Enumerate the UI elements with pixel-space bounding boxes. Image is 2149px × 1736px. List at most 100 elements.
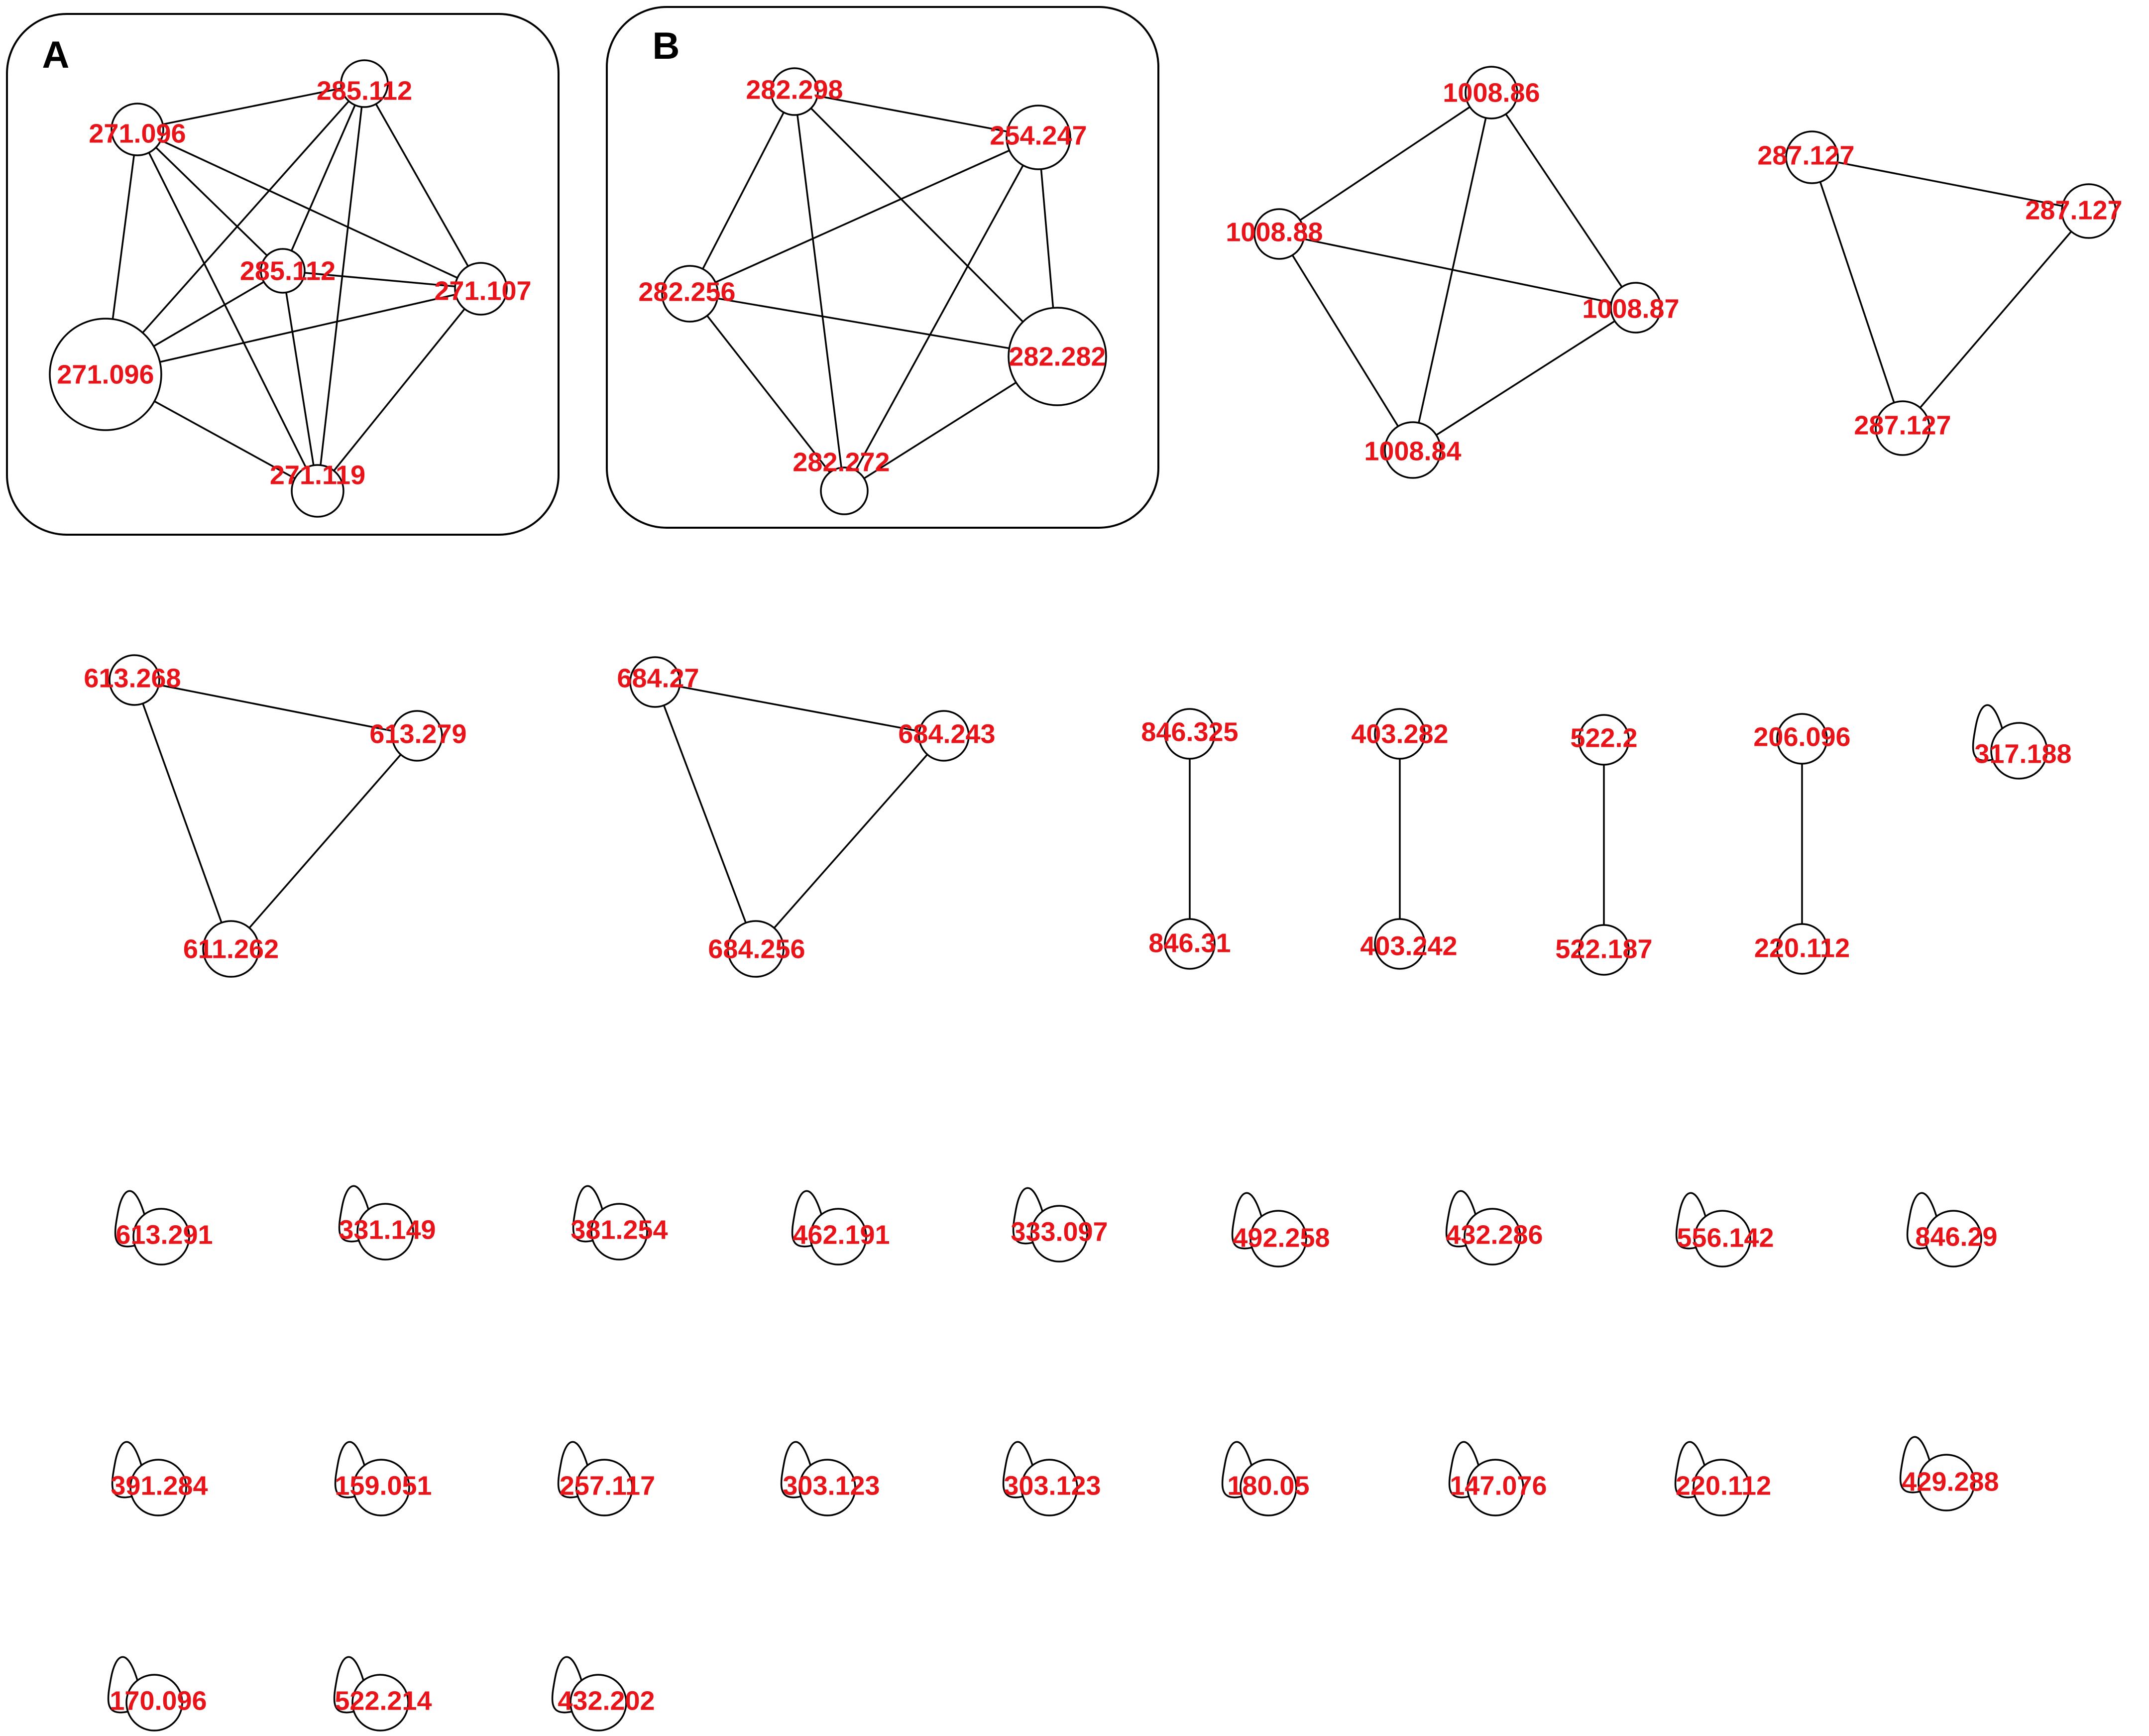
node-g1[interactable]: 846.325 — [1141, 708, 1239, 760]
node-j1[interactable]: 206.096 — [1753, 713, 1851, 765]
node-circle-s10[interactable] — [1924, 1210, 1982, 1268]
node-circle-f2[interactable] — [918, 710, 970, 762]
node-circle-s14[interactable] — [798, 1459, 856, 1516]
node-b1[interactable]: 282.298 — [746, 67, 843, 116]
node-s12[interactable]: 159.051 — [334, 1441, 432, 1516]
node-circle-s4[interactable] — [590, 1203, 648, 1261]
node-j2[interactable]: 220.112 — [1754, 923, 1850, 975]
node-s4[interactable]: 381.254 — [570, 1185, 668, 1261]
node-circle-s20[interactable] — [125, 1674, 183, 1732]
node-i1[interactable]: 522.2 — [1570, 714, 1638, 766]
node-circle-s17[interactable] — [1467, 1459, 1524, 1516]
node-i2[interactable]: 522.187 — [1555, 924, 1653, 976]
node-a4[interactable]: 271.107 — [434, 262, 532, 316]
node-s15[interactable]: 303.123 — [1002, 1441, 1101, 1516]
node-a6[interactable]: 271.119 — [270, 460, 365, 518]
node-s9[interactable]: 556.142 — [1675, 1192, 1774, 1268]
node-c4[interactable]: 1008.84 — [1364, 421, 1462, 479]
node-circle-s7[interactable] — [1249, 1210, 1307, 1268]
node-circle-s8[interactable] — [1464, 1208, 1521, 1266]
node-e2[interactable]: 613.279 — [369, 710, 467, 762]
node-circle-c4[interactable] — [1384, 421, 1442, 479]
node-circle-s9[interactable] — [1694, 1210, 1751, 1268]
node-s13[interactable]: 257.117 — [557, 1441, 656, 1516]
node-h2[interactable]: 403.242 — [1360, 918, 1458, 970]
node-circle-d1[interactable] — [1785, 130, 1839, 184]
node-s8[interactable]: 432.286 — [1445, 1190, 1543, 1266]
node-circle-i1[interactable] — [1578, 714, 1630, 766]
node-circle-s5[interactable] — [809, 1208, 867, 1266]
node-circle-s12[interactable] — [352, 1459, 410, 1516]
node-s3[interactable]: 331.149 — [338, 1185, 436, 1261]
node-c3[interactable]: 1008.87 — [1582, 282, 1680, 334]
node-s7[interactable]: 492.258 — [1231, 1192, 1330, 1268]
node-circle-a2[interactable] — [111, 103, 164, 156]
node-d2[interactable]: 287.127 — [2025, 183, 2123, 239]
node-circle-c2[interactable] — [1253, 208, 1305, 260]
node-circle-j2[interactable] — [1776, 923, 1828, 975]
node-circle-h1[interactable] — [1374, 708, 1426, 760]
node-s21[interactable]: 522.214 — [333, 1656, 432, 1732]
node-a3[interactable]: 285.112 — [240, 248, 336, 294]
node-circle-b2[interactable] — [1006, 105, 1071, 170]
node-circle-a6[interactable] — [291, 464, 344, 518]
node-f1[interactable]: 684.27 — [617, 656, 699, 708]
node-circle-s2[interactable] — [132, 1208, 190, 1266]
node-s19[interactable]: 429.288 — [1899, 1436, 1999, 1511]
node-b5[interactable]: 282.272 — [792, 447, 890, 515]
node-circle-s21[interactable] — [351, 1674, 409, 1732]
node-circle-e3[interactable] — [202, 920, 260, 978]
node-circle-s22[interactable] — [569, 1674, 627, 1732]
node-s2[interactable]: 613.291 — [114, 1190, 213, 1266]
node-circle-a3[interactable] — [260, 248, 306, 294]
node-a2[interactable]: 271.096 — [89, 103, 186, 156]
node-circle-g2[interactable] — [1164, 918, 1216, 970]
node-circle-d2[interactable] — [2061, 183, 2117, 239]
node-b2[interactable]: 254.247 — [990, 105, 1087, 170]
node-circle-s15[interactable] — [1020, 1459, 1078, 1516]
node-circle-b4[interactable] — [1008, 307, 1107, 406]
node-f2[interactable]: 684.243 — [898, 710, 996, 762]
node-s22[interactable]: 432.202 — [551, 1656, 655, 1732]
node-s16[interactable]: 180.05 — [1221, 1441, 1310, 1516]
node-circle-f1[interactable] — [629, 656, 681, 708]
node-circle-c3[interactable] — [1610, 282, 1662, 334]
node-circle-s19[interactable] — [1918, 1454, 1975, 1511]
node-a5[interactable]: 271.096 — [49, 318, 162, 431]
node-circle-s16[interactable] — [1240, 1459, 1297, 1516]
node-circle-b1[interactable] — [770, 67, 819, 116]
node-e3[interactable]: 611.262 — [183, 920, 279, 978]
node-circle-i2[interactable] — [1578, 924, 1630, 976]
node-h1[interactable]: 403.282 — [1351, 708, 1449, 760]
node-circle-s3[interactable] — [356, 1203, 414, 1261]
node-g2[interactable]: 846.31 — [1148, 918, 1231, 970]
node-circle-e1[interactable] — [109, 654, 160, 706]
node-d1[interactable]: 287.127 — [1757, 130, 1855, 184]
node-circle-a5[interactable] — [49, 318, 162, 431]
node-circle-d3[interactable] — [1875, 400, 1930, 456]
node-f3[interactable]: 684.256 — [708, 920, 805, 978]
node-s11[interactable]: 391.284 — [111, 1441, 208, 1516]
node-circle-s13[interactable] — [575, 1459, 633, 1516]
node-c1[interactable]: 1008.86 — [1443, 66, 1540, 119]
node-s6[interactable]: 333.097 — [1011, 1187, 1108, 1263]
node-s17[interactable]: 147.076 — [1448, 1441, 1547, 1516]
node-s10[interactable]: 846.29 — [1906, 1192, 1998, 1268]
node-circle-g1[interactable] — [1164, 708, 1216, 760]
node-s14[interactable]: 303.123 — [780, 1441, 880, 1516]
node-s18[interactable]: 220.112 — [1674, 1441, 1772, 1516]
node-s20[interactable]: 170.096 — [107, 1656, 207, 1732]
node-circle-a1[interactable] — [340, 59, 389, 108]
node-circle-b5[interactable] — [820, 466, 869, 515]
node-s1[interactable]: 317.188 — [1972, 704, 2072, 780]
node-e1[interactable]: 613.268 — [84, 654, 181, 706]
node-b4[interactable]: 282.282 — [1008, 307, 1107, 406]
node-s5[interactable]: 462.191 — [791, 1190, 890, 1266]
node-circle-s6[interactable] — [1030, 1205, 1088, 1263]
node-circle-f3[interactable] — [727, 920, 785, 978]
node-b3[interactable]: 282.256 — [638, 265, 736, 323]
node-circle-j1[interactable] — [1776, 713, 1828, 765]
node-circle-b3[interactable] — [661, 265, 719, 323]
node-c2[interactable]: 1008.88 — [1226, 208, 1323, 260]
node-circle-a4[interactable] — [454, 262, 508, 316]
